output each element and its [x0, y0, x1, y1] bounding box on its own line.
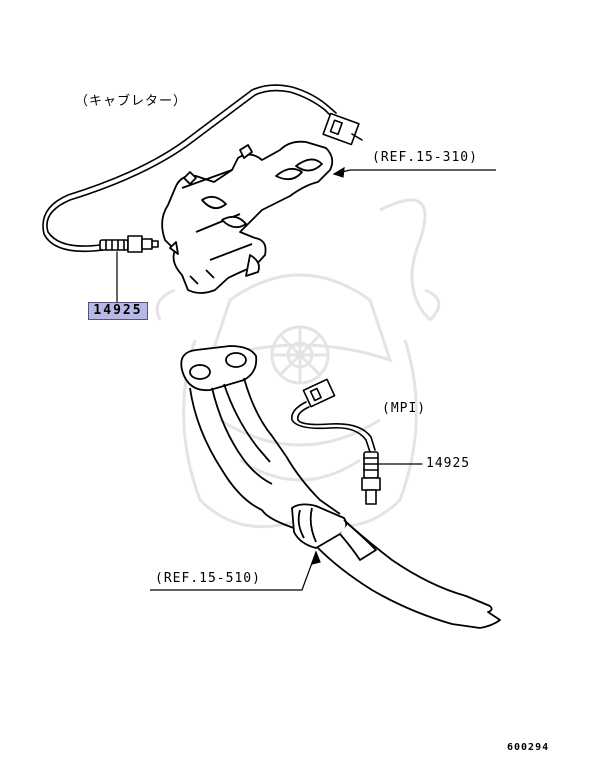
mpi-label: (MPI) [382, 401, 427, 416]
upper-oxygen-sensor [42, 84, 363, 303]
exhaust-manifold [161, 140, 334, 294]
ref-upper-leader [332, 166, 496, 178]
ref-lower-leader [150, 550, 321, 591]
diagram-code: 600294 [507, 742, 550, 753]
ref-upper-label[interactable]: (REF.15-310) [372, 150, 478, 165]
carburetor-label: （キャブレター） [75, 94, 188, 109]
front-exhaust-pipe [180, 345, 501, 629]
ref-lower-label[interactable]: (REF.15-510) [155, 571, 261, 586]
part-number-label-lower[interactable]: 14925 [426, 456, 471, 471]
lower-oxygen-sensor [290, 378, 423, 505]
part-number-callout-upper[interactable]: 14925 [88, 302, 148, 320]
